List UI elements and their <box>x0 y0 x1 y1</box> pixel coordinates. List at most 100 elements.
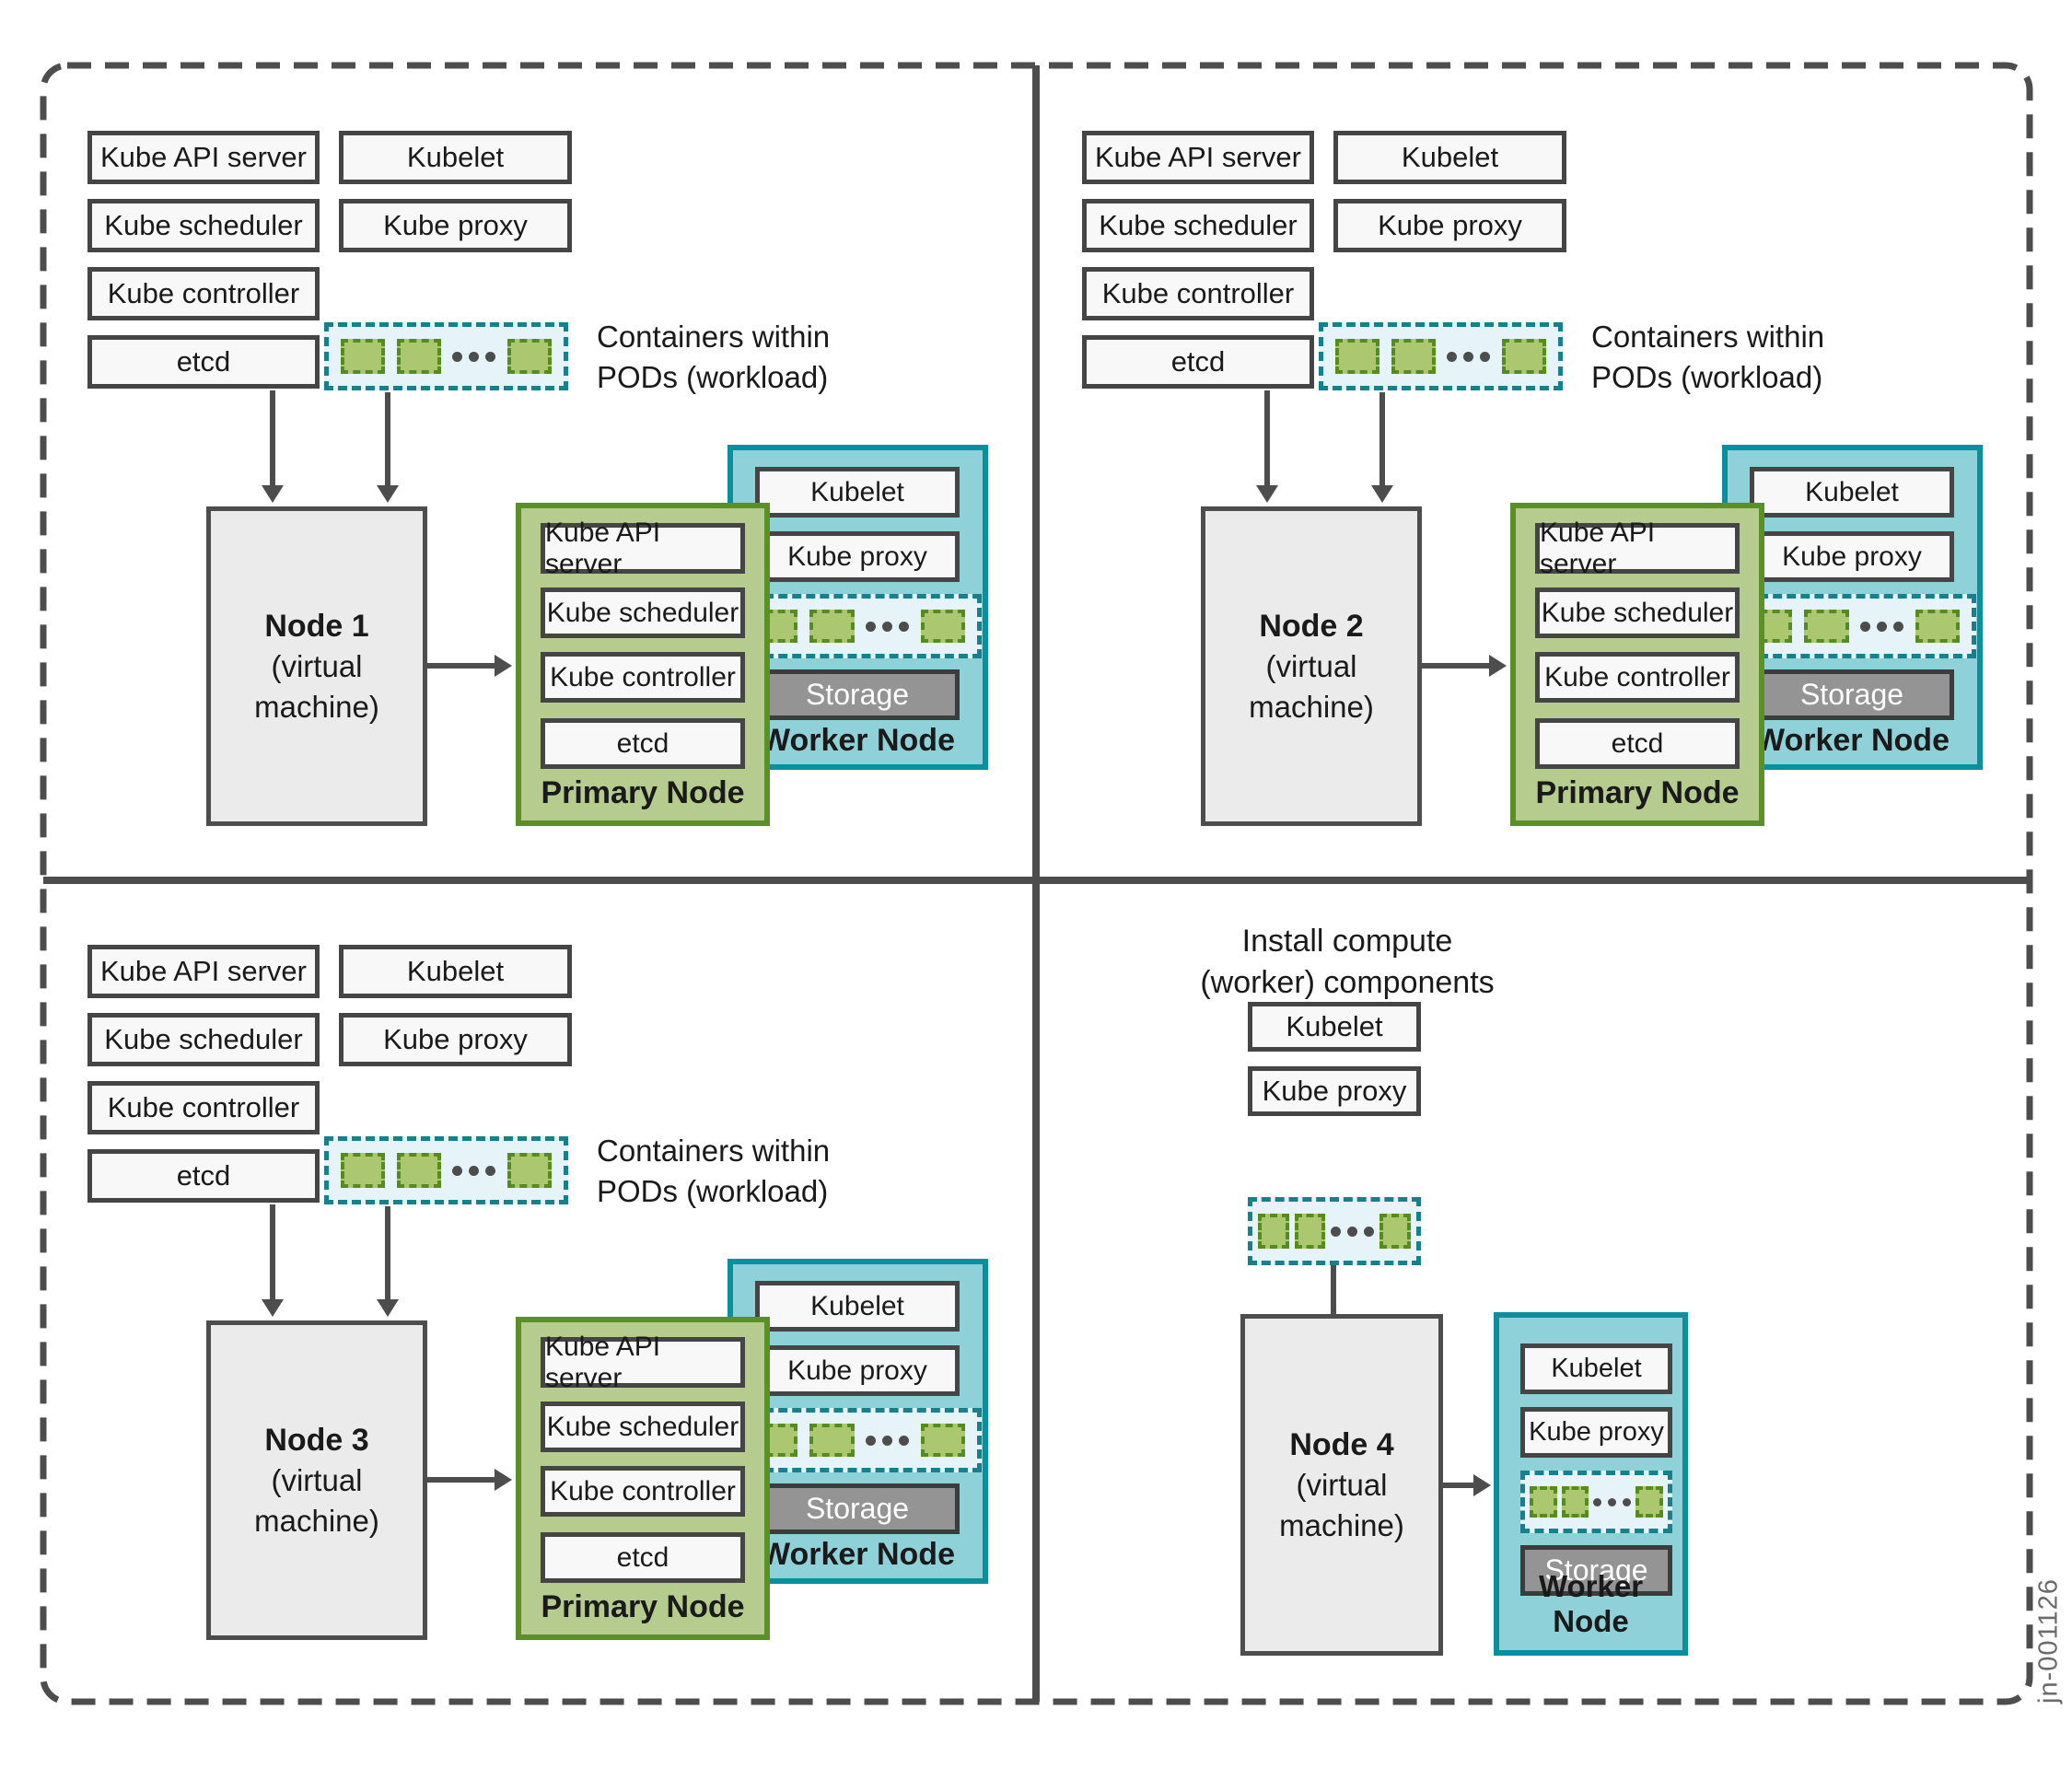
component-label: Kubelet <box>1551 1354 1642 1383</box>
container-icon <box>1379 1213 1412 1250</box>
primary-kube-api-server-box: Kube API server <box>541 1332 745 1393</box>
quadrant-node3: Kube API server Kube scheduler Kube cont… <box>0 814 1036 1704</box>
component-box-kube-proxy: Kube proxy <box>339 199 572 252</box>
component-label: Kubelet <box>406 955 505 987</box>
component-label: Kube proxy <box>1262 1075 1407 1107</box>
component-label: etcd <box>176 345 231 378</box>
container-icon <box>1561 1485 1589 1518</box>
node-subtitle: (virtual machine) <box>1249 648 1374 724</box>
component-label: Kube API server <box>1540 517 1656 579</box>
worker-node-box: Kubelet Kube proxy Storage Worker Node <box>728 445 988 770</box>
ellipsis-dots-icon <box>1860 621 1904 632</box>
component-label: Kube proxy <box>1782 541 1922 572</box>
component-label: Kube controller <box>107 277 300 309</box>
primary-kube-api-server-box: Kube API server <box>541 518 745 579</box>
component-label: Kube controller <box>550 661 736 692</box>
primary-node-label: Primary Node <box>541 775 745 810</box>
worker-node-label: Worker Node <box>1755 723 1950 758</box>
header-line2: (worker) components <box>1200 965 1495 1000</box>
component-label: Kube API server <box>1094 141 1301 173</box>
containers-pods-strip <box>1248 1197 1421 1265</box>
containers-caption: Containers within PODs (workload) <box>597 317 830 398</box>
caption-line2: PODs (workload) <box>1591 360 1823 394</box>
storage-label: Storage <box>805 1492 910 1525</box>
component-label: Kube API server <box>545 517 661 579</box>
ellipsis-dots-icon <box>1331 1226 1375 1237</box>
storage-box: Storage <box>1750 669 1954 720</box>
caption-line1: Containers within <box>1591 320 1825 354</box>
storage-label: Storage <box>805 678 910 711</box>
worker-kubelet-box: Kubelet <box>1750 467 1954 518</box>
node-vm-box: Node 3 (virtual machine) <box>206 1320 427 1640</box>
arrow-pods-to-node <box>1371 392 1393 503</box>
component-label: Kube API server <box>545 1331 661 1393</box>
container-icon <box>340 1152 385 1189</box>
node-title: Node 3 <box>264 1422 369 1458</box>
container-icon <box>1294 1213 1326 1250</box>
container-icon <box>340 338 385 375</box>
component-label: Kubelet <box>1286 1010 1383 1042</box>
container-icon <box>507 1152 553 1189</box>
node-vm-box: Node 1 (virtual machine) <box>206 506 427 826</box>
worker-kubelet-box: Kubelet <box>755 467 960 518</box>
container-icon <box>396 1152 441 1189</box>
storage-box: Storage <box>755 669 960 720</box>
component-label: Kube proxy <box>383 1023 528 1055</box>
component-label: Kube proxy <box>1529 1417 1664 1447</box>
quadrant-node2: Kube API server Kube scheduler Kube cont… <box>995 0 2031 890</box>
component-label: Kube controller <box>1101 277 1295 309</box>
primary-etcd-box: etcd <box>541 718 745 769</box>
worker-kubelet-box: Kubelet <box>1520 1343 1672 1394</box>
component-box-kube-scheduler: Kube scheduler <box>87 1013 320 1066</box>
arrow-node-to-primary <box>427 1469 512 1491</box>
worker-node-label: Worker Node <box>761 1537 955 1572</box>
component-label: Kube scheduler <box>104 209 303 241</box>
primary-kube-controller-box: Kube controller <box>1535 652 1740 703</box>
component-label: Kube controller <box>550 1475 736 1506</box>
primary-kube-controller-box: Kube controller <box>541 1466 745 1517</box>
ellipsis-dots-icon <box>1593 1497 1632 1506</box>
component-label: Kubelet <box>406 141 505 173</box>
component-box-kubelet: Kubelet <box>1248 1002 1421 1052</box>
worker-node-box: Kubelet Kube proxy Storage Worker Node <box>1494 1312 1688 1656</box>
caption-line1: Containers within <box>597 1134 831 1168</box>
component-box-kubelet: Kubelet <box>339 945 572 998</box>
primary-node-box: Kube API server Kube scheduler Kube cont… <box>1510 503 1764 826</box>
figure-code: jn-001126 <box>2033 1578 2064 1704</box>
worker-containers-strip <box>737 594 982 658</box>
containers-caption: Containers within PODs (workload) <box>1591 317 1824 398</box>
component-box-kube-controller: Kube controller <box>1082 267 1314 320</box>
primary-node-label: Primary Node <box>541 1589 745 1624</box>
worker-node-label: Worker Node <box>761 723 955 758</box>
containers-caption: Containers within PODs (workload) <box>597 1131 830 1212</box>
component-box-kube-proxy: Kube proxy <box>1333 199 1566 252</box>
component-label: Kube proxy <box>787 541 927 572</box>
component-label: etcd <box>616 1541 669 1573</box>
containers-pods-strip <box>1319 322 1563 390</box>
primary-kube-api-server-box: Kube API server <box>1535 518 1740 579</box>
component-box-kube-controller: Kube controller <box>87 1081 320 1134</box>
worker-kube-proxy-box: Kube proxy <box>755 1345 960 1396</box>
component-label: Kube API server <box>99 955 307 987</box>
component-label: Kube proxy <box>1378 209 1522 241</box>
arrow-node-to-primary <box>1422 655 1507 677</box>
container-icon <box>507 338 553 375</box>
storage-label: Storage <box>1799 678 1904 711</box>
primary-etcd-box: etcd <box>541 1532 745 1583</box>
storage-box: Storage <box>1520 1545 1672 1596</box>
primary-node-box: Kube API server Kube scheduler Kube cont… <box>516 503 770 826</box>
containers-pods-strip <box>324 1136 568 1204</box>
node-vm-box: Node 4 (virtual machine) <box>1240 1314 1443 1656</box>
container-icon <box>1391 338 1436 375</box>
arrow-etcd-to-node <box>262 1204 284 1317</box>
component-label: Kube API server <box>99 141 307 173</box>
component-label: Kube scheduler <box>546 597 739 628</box>
component-label: etcd <box>176 1159 231 1192</box>
component-box-kube-api-server: Kube API server <box>87 945 320 998</box>
component-label: Kube scheduler <box>1541 597 1734 628</box>
arrow-pods-to-node <box>377 392 399 503</box>
primary-node-box: Kube API server Kube scheduler Kube cont… <box>516 1317 770 1640</box>
containers-pods-strip <box>324 322 568 390</box>
